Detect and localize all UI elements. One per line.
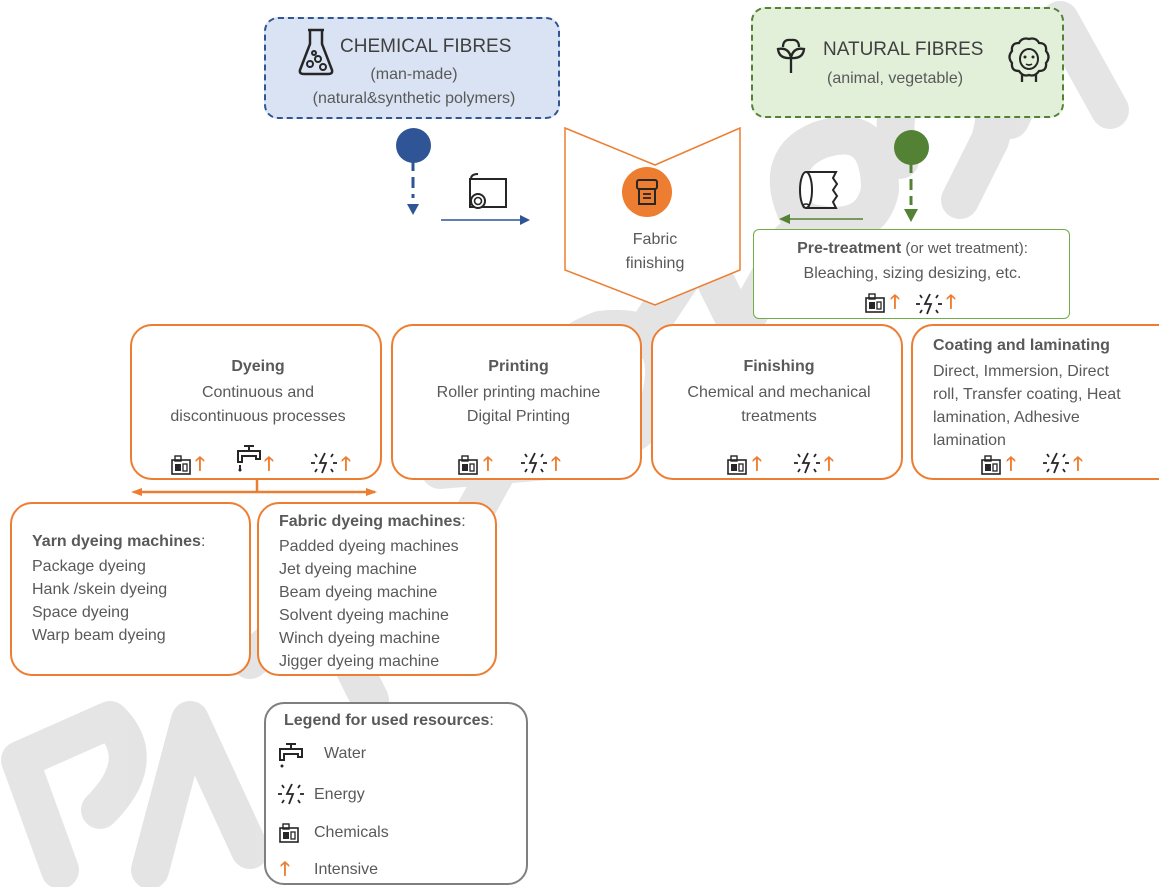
intensive-arrow-icon: 🡑 — [280, 859, 290, 880]
energy-icon — [914, 291, 944, 322]
chemicals-icon — [278, 822, 300, 849]
printing-line-1: Roller printing machine — [436, 384, 601, 401]
legend-title-suffix: : — [489, 712, 494, 729]
legend-intensive-label: Intensive — [314, 861, 379, 878]
coating-title: Coating and laminating — [933, 337, 1110, 354]
natural-fibres-title: NATURAL FIBRES — [823, 39, 984, 60]
yarn-dyeing-box: Yarn dyeing machines: Package dyeing Han… — [10, 502, 251, 676]
legend-chemicals-label: Chemicals — [314, 824, 389, 841]
fabric-roll-icon — [796, 168, 842, 219]
coating-box: Coating and laminating Direct, Immersion… — [911, 324, 1159, 480]
yarn-item: Space dyeing — [32, 604, 129, 621]
chemicals-icon — [170, 454, 192, 481]
pretreatment-heading: Pre-treatment (or wet treatment): — [754, 239, 1071, 259]
coating-line-1: Direct, Immersion, Direct — [933, 363, 1110, 380]
fabric-finishing-label-1: Fabric — [632, 231, 678, 248]
chemical-fibres-subtitle-1: (man-made) — [370, 66, 458, 83]
fabric-finishing-label-2: finishing — [625, 255, 685, 272]
coating-line-4: lamination — [933, 432, 1006, 449]
intensive-arrow-icon: 🡑 — [890, 292, 900, 313]
intensive-arrow-icon: 🡑 — [1006, 454, 1016, 475]
fabric-dyeing-box: Fabric dyeing machines: Padded dyeing ma… — [257, 502, 497, 676]
dyeing-box: Dyeing Continuous and discontinuous proc… — [130, 324, 382, 480]
finishing-line-1: Chemical and mechanical — [687, 384, 871, 401]
coating-line-2: roll, Transfer coating, Heat — [933, 386, 1121, 403]
natural-fibres-box: NATURAL FIBRES (animal, vegetable) — [751, 7, 1064, 118]
yarn-dyeing-heading: Yarn dyeing machines: — [32, 533, 205, 551]
legend-energy-label: Energy — [314, 786, 365, 803]
chemicals-icon — [457, 454, 479, 481]
intensive-arrow-icon: 🡑 — [195, 454, 205, 475]
intensive-arrow-icon: 🡑 — [551, 454, 561, 475]
dyeing-title: Dyeing — [231, 358, 285, 375]
legend-box: Legend for used resources: Water Energy … — [264, 702, 528, 885]
intensive-arrow-icon: 🡑 — [752, 454, 762, 475]
coating-line-3: lamination, Adhesive — [933, 409, 1080, 426]
yarn-dyeing-title: Yarn dyeing machines — [32, 533, 201, 550]
chemical-fibres-box: CHEMICAL FIBRES (man-made) (natural&synt… — [264, 17, 560, 119]
energy-icon — [276, 781, 306, 812]
fabric-item: Padded dyeing machines — [279, 538, 459, 555]
water-tap-icon — [276, 741, 306, 776]
energy-icon — [519, 450, 549, 481]
fabric-dyeing-title: Fabric dyeing machines — [279, 513, 462, 530]
fabric-item: Jigger dyeing machine — [279, 653, 440, 670]
natural-fibres-subtitle: (animal, vegetable) — [827, 70, 964, 87]
finishing-box: Finishing Chemical and mechanical treatm… — [651, 324, 903, 480]
intensive-arrow-icon: 🡑 — [483, 454, 493, 475]
fabric-item: Beam dyeing machine — [279, 584, 438, 601]
pretreatment-title-suffix: (or wet treatment): — [901, 240, 1028, 257]
dyeing-line-2: discontinuous processes — [170, 408, 346, 425]
intensive-arrow-icon: 🡑 — [341, 454, 351, 475]
chemical-connector-node — [396, 128, 431, 163]
chemical-fibres-subtitle-2: (natural&synthetic polymers) — [312, 90, 516, 107]
yarn-item: Warp beam dyeing — [32, 627, 166, 644]
printing-box: Printing Roller printing machine Digital… — [391, 324, 642, 480]
natural-connector-node — [894, 130, 929, 165]
legend-title: Legend for used resources — [284, 712, 490, 729]
dyeing-line-1: Continuous and — [201, 384, 315, 401]
printer-icon — [636, 179, 658, 205]
printing-line-2: Digital Printing — [466, 408, 571, 425]
intensive-arrow-icon: 🡑 — [1073, 454, 1083, 475]
flask-icon — [296, 26, 336, 81]
finishing-title: Finishing — [743, 358, 815, 375]
intensive-arrow-icon: 🡑 — [264, 454, 274, 475]
chemicals-icon — [726, 454, 748, 481]
legend-heading: Legend for used resources: — [284, 712, 494, 730]
fabric-roll-icon — [466, 173, 510, 218]
intensive-arrow-icon: 🡑 — [946, 292, 956, 313]
yarn-dyeing-title-suffix: : — [200, 533, 206, 550]
fabric-item: Solvent dyeing machine — [279, 607, 449, 624]
fabric-dyeing-heading: Fabric dyeing machines: — [279, 513, 466, 531]
fabric-item: Jet dyeing machine — [279, 561, 417, 578]
legend-water-label: Water — [324, 745, 367, 762]
intensive-arrow-icon: 🡑 — [824, 454, 834, 475]
water-tap-icon — [234, 443, 264, 478]
pretreatment-box: Pre-treatment (or wet treatment): Bleach… — [753, 229, 1070, 319]
energy-icon — [309, 450, 339, 481]
fabric-item: Winch dyeing machine — [279, 630, 440, 647]
yarn-item: Hank /skein dyeing — [32, 581, 168, 598]
sheep-icon — [1006, 35, 1052, 90]
chemicals-icon — [864, 292, 886, 319]
fabric-dyeing-title-suffix: : — [461, 513, 466, 530]
finishing-line-2: treatments — [741, 408, 817, 425]
pretreatment-description: Bleaching, sizing desizing, etc. — [803, 265, 1022, 282]
plant-icon — [773, 37, 809, 80]
pretreatment-title: Pre-treatment — [797, 240, 902, 257]
chemicals-icon — [980, 454, 1002, 481]
chemical-fibres-title: CHEMICAL FIBRES — [340, 36, 512, 57]
yarn-item: Package dyeing — [32, 558, 146, 575]
printer-icon-badge — [622, 167, 672, 217]
energy-icon — [792, 450, 822, 481]
energy-icon — [1041, 450, 1071, 481]
printing-title: Printing — [488, 358, 549, 375]
